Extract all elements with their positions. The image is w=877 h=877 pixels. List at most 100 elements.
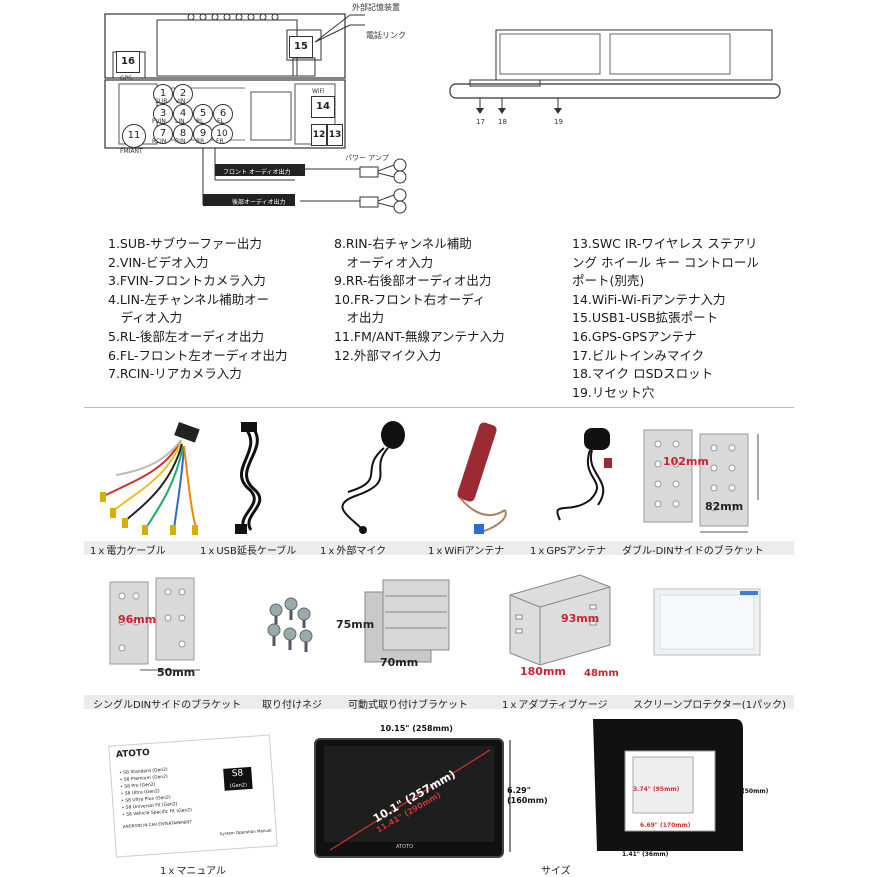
amp-label: パワー アンプ bbox=[345, 154, 389, 162]
diagonal-dim-lines bbox=[329, 749, 491, 851]
screen-front-view: ATOTO bbox=[314, 738, 504, 858]
wifi-label: WiFi bbox=[312, 88, 325, 95]
rear-audio-label: 後部オーディオ出力 bbox=[232, 199, 286, 206]
caption-usb-cable: 1ｘUSB延長ケーブル bbox=[200, 546, 297, 557]
caption-gps-antenna: 1ｘGPSアンテナ bbox=[530, 546, 607, 557]
size-width: 10.15" (258mm) bbox=[380, 724, 453, 733]
pin-desc: 7.RCIN-リアカメラ入力 bbox=[108, 366, 242, 382]
gps-antenna-image bbox=[556, 428, 612, 521]
movable-bracket-width: 70mm bbox=[380, 656, 419, 669]
caption-wifi-antenna: 1ｘWiFiアンテナ bbox=[428, 546, 505, 557]
pin-desc: 11.FM/ANT-無線アンテナ入力 bbox=[334, 328, 505, 344]
pin-desc: 12.外部マイク入力 bbox=[334, 347, 442, 363]
screen-protector-image bbox=[653, 588, 761, 656]
pin-10: 10 bbox=[211, 124, 233, 144]
pin-label-rl: RL bbox=[196, 118, 204, 125]
pin-desc: 2.VIN-ビデオ入力 bbox=[108, 254, 209, 270]
pin-desc: ポート(別売) bbox=[572, 273, 645, 289]
pin-list-column-2: 8.RIN-右チャンネル補助 オーディオ入力 9.RR-右後部オーディオ出力 1… bbox=[334, 235, 504, 365]
pin-label-lin: LIN bbox=[175, 118, 185, 125]
usb-cable-icon bbox=[314, 14, 365, 43]
pin-desc: 19.リセット穴 bbox=[572, 384, 655, 400]
pin-desc: 1.SUB-サブウーファー出力 bbox=[108, 236, 262, 251]
caption-mic: 1ｘ外部マイク bbox=[320, 546, 387, 557]
dim-depth-4: 1.41" (36mm) bbox=[622, 851, 669, 858]
manual-title: System Operation Manual bbox=[219, 827, 272, 837]
pin-7: 7 bbox=[153, 124, 173, 144]
pin-label-rin: RIN bbox=[175, 138, 186, 145]
cage-width: 180mm bbox=[520, 665, 566, 678]
single-bracket-height: 96mm bbox=[118, 613, 157, 626]
caption-size: サイズ bbox=[541, 866, 571, 877]
pin-desc: 17.ビルトインみマイク bbox=[572, 347, 705, 363]
pin-label-fvin: FVIN bbox=[152, 118, 166, 125]
fm-ant-label: FMIANT bbox=[120, 148, 143, 155]
manual-model-box: S8 (Gen2) bbox=[223, 766, 253, 791]
connector-13: 13 bbox=[327, 124, 343, 146]
height-dim-line bbox=[509, 740, 511, 852]
side-view-diagram bbox=[449, 29, 781, 114]
size-height-mm: (160mm) bbox=[507, 796, 548, 805]
double-bracket-width: 82mm bbox=[705, 500, 744, 513]
connector-16: 16 bbox=[116, 51, 140, 73]
pin-label-sub: SUB bbox=[155, 98, 168, 105]
front-audio-label: フロント オーディオ出力 bbox=[223, 169, 291, 176]
pin-desc: 10.FR-フロント右オーディ bbox=[334, 291, 486, 307]
cage-depth: 48mm bbox=[584, 668, 619, 679]
power-cable-image bbox=[100, 422, 200, 535]
pin-list-column-1: 1.SUB-サブウーファー出力 2.VIN-ビデオ入力 3.FVIN-フロントカ… bbox=[108, 235, 288, 384]
manual-gen: (Gen2) bbox=[229, 782, 248, 790]
pin-desc: 4.LIN-左チャンネル補助オー bbox=[108, 291, 270, 307]
connector-12: 12 bbox=[311, 124, 327, 146]
adaptive-cage-image bbox=[509, 574, 611, 666]
caption-adaptive-cage: 1ｘアダプティブケージ bbox=[502, 700, 608, 711]
screws-image bbox=[267, 597, 313, 652]
screen-display bbox=[324, 746, 494, 842]
pin-1: 1 bbox=[153, 84, 173, 104]
pin-label-vin: VIN bbox=[175, 98, 186, 105]
pin-5: 5 bbox=[193, 104, 213, 124]
caption-single-bracket: シングルDINサイドのブラケット bbox=[93, 700, 242, 711]
external-mic-image bbox=[341, 421, 405, 534]
gps-label: GPS bbox=[120, 75, 133, 82]
caption-band-1 bbox=[84, 541, 794, 555]
dim-depth-1: 3.74" (95mm) bbox=[633, 786, 680, 793]
caption-manual: 1ｘマニュアル bbox=[160, 866, 227, 877]
phone-link-label: 電話リンク bbox=[366, 31, 406, 40]
caption-double-bracket: ダブル-DINサイドのブラケット bbox=[622, 546, 764, 557]
section-divider bbox=[84, 407, 794, 408]
pin-desc: オ出力 bbox=[334, 310, 385, 326]
pin-desc: 14.WiFi-Wi-Fiアンテナ入力 bbox=[572, 291, 726, 307]
double-din-bracket-image bbox=[643, 429, 759, 533]
movable-bracket-image bbox=[364, 579, 450, 663]
pin-list-column-3: 13.SWC IR-ワイヤレス ステアリ ング ホイール キー コントロール ポ… bbox=[572, 235, 759, 402]
pin-desc: 18.マイク ロSDスロット bbox=[572, 366, 714, 382]
pin-label-fl: FL bbox=[217, 118, 224, 125]
pin-desc: 13.SWC IR-ワイヤレス ステアリ bbox=[572, 236, 758, 251]
pin-desc: 6.FL-フロント左オーディオ出力 bbox=[108, 347, 288, 363]
pin-desc: 5.RL-後部左オーディオ出力 bbox=[108, 328, 264, 344]
wifi-antenna-image bbox=[457, 422, 507, 534]
side-label-18: 18 bbox=[498, 118, 507, 126]
dim-depth-3: 6.69" (170mm) bbox=[640, 822, 691, 829]
size-height-in: 6.29" bbox=[507, 786, 531, 795]
pin-label-rr: RR bbox=[196, 138, 205, 145]
connector-11: 11 bbox=[122, 124, 146, 148]
pin-4: 4 bbox=[173, 104, 193, 124]
pin-desc: 15.USB1-USB拡張ポート bbox=[572, 310, 719, 326]
pin-2: 2 bbox=[173, 84, 193, 104]
pin-desc: 3.FVIN-フロントカメラ入力 bbox=[108, 273, 266, 289]
screen-side-view bbox=[593, 719, 743, 851]
pin-desc: 16.GPS-GPSアンテナ bbox=[572, 328, 697, 344]
caption-band-2 bbox=[84, 695, 794, 709]
pin-3: 3 bbox=[153, 104, 173, 124]
pin-desc: 8.RIN-右チャンネル補助 bbox=[334, 236, 472, 251]
caption-screen-protector: スクリーンプロテクター(1パック) bbox=[633, 700, 786, 711]
external-storage-label: 外部記憶装置 bbox=[352, 3, 400, 12]
caption-movable-bracket: 可動式取り付けブラケット bbox=[348, 700, 468, 711]
double-bracket-height: 102mm bbox=[663, 455, 709, 468]
cage-height: 93mm bbox=[561, 612, 600, 625]
caption-power-cable: 1ｘ電力ケーブル bbox=[90, 546, 166, 557]
screen-brand: ATOTO bbox=[396, 844, 414, 850]
connector-15: 15 bbox=[289, 36, 313, 58]
